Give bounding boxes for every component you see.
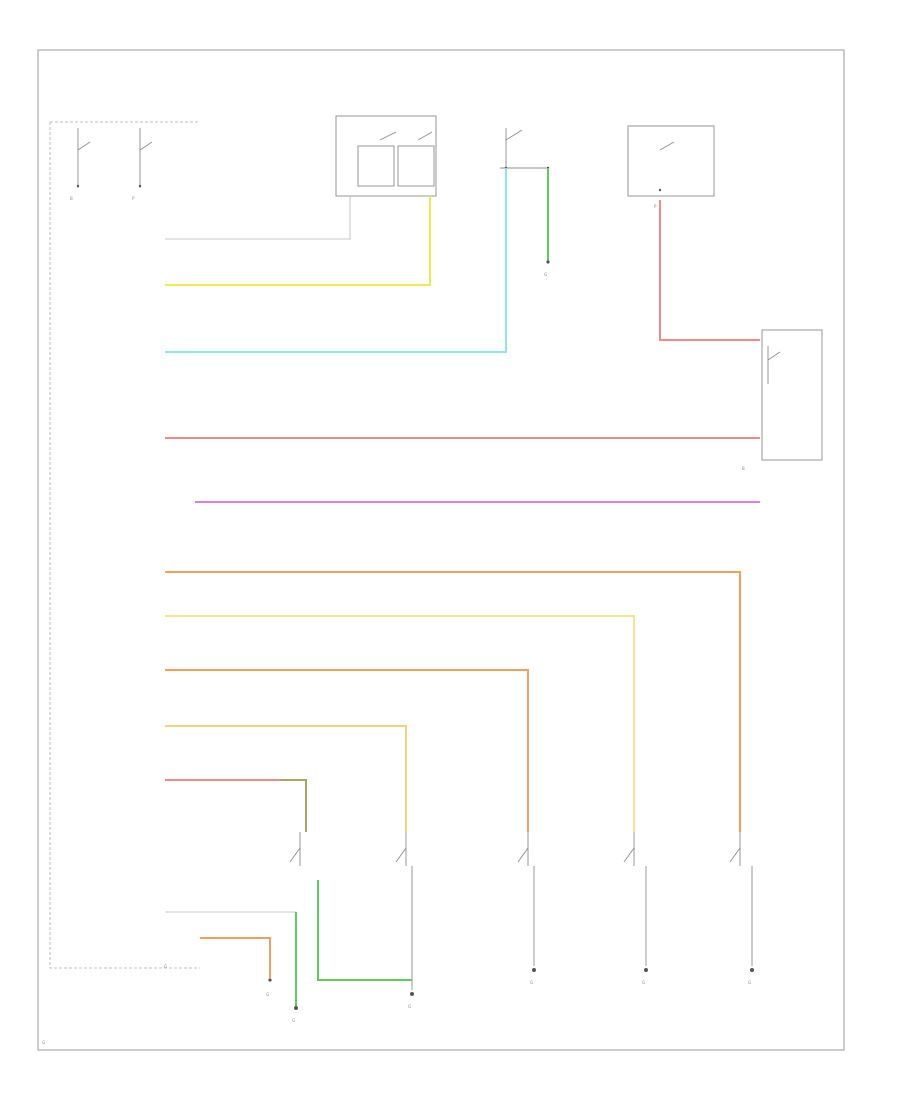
wire-gray-top [165,196,351,240]
connector-label-g4: G [642,980,645,985]
switch-1 [289,832,301,866]
top-switch [500,128,550,170]
connector-label-g8: G [544,272,547,277]
connector-label-right-p: P [654,204,657,209]
connector-label-g3: G [530,980,533,985]
connector-label-g7: G [266,992,269,997]
wire-pink-right [659,200,760,341]
connector-label-right-b: B [742,466,745,471]
wire-olive [280,779,307,832]
switch-2 [395,832,407,866]
relay-box-top-right: P [627,125,715,209]
right-side-module: B [742,329,823,471]
connector-label-g1: G [42,1040,45,1045]
wire-yellow [165,196,431,286]
wire-pale-orange [165,725,407,832]
wire-pale-yellow [165,615,635,832]
wire-gray-bottom [165,911,297,1006]
connector-label-g2: G [408,1004,411,1009]
switch-3 [517,832,529,866]
switch-5 [729,832,741,866]
connector-label-g6: G [292,1018,295,1023]
connector-label-left-b: B [70,196,73,201]
connector-label-g9: G [164,964,167,969]
switch-box-top-center [335,115,437,197]
wire-cyan [165,168,507,353]
connector-label-g5: G [748,980,751,985]
fuse-group-left: B P [70,128,153,201]
wire-green-bottom [317,880,412,981]
body-control-module-boundary [49,121,200,969]
wire-orange-1 [165,571,741,832]
wire-orange-bottom-left [200,937,271,978]
diagram-frame [37,49,845,1051]
switch-4 [623,832,635,866]
connector-label-left-p: P [132,196,135,201]
wire-orange-2 [165,669,529,832]
